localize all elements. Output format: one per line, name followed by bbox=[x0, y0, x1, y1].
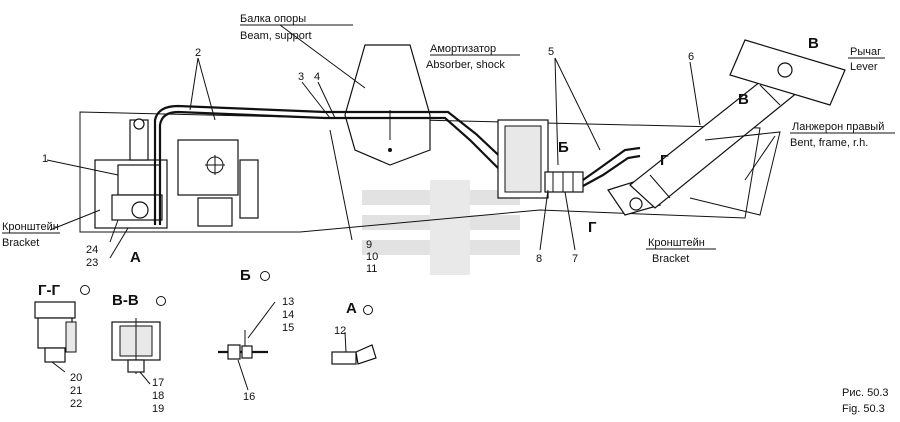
callout-1: 1 bbox=[42, 153, 48, 165]
view-a-title: А bbox=[346, 300, 357, 317]
left-bracket bbox=[94, 118, 168, 229]
center-plate bbox=[177, 139, 259, 227]
section-gg bbox=[34, 301, 77, 363]
callout-9: 9 bbox=[366, 239, 372, 251]
callout-16: 16 bbox=[243, 391, 255, 403]
callout-11: 11 bbox=[366, 263, 377, 275]
callout-12: 12 bbox=[334, 325, 346, 337]
callout-20: 20 bbox=[70, 372, 82, 384]
bracket-left-label-ru: Кронштейн bbox=[2, 221, 59, 233]
view-a-detail bbox=[331, 344, 377, 365]
callout-14: 14 bbox=[282, 309, 294, 321]
hydraulic-pipes bbox=[153, 104, 561, 225]
view-v-marker: В bbox=[738, 91, 749, 108]
callout-22: 22 bbox=[70, 398, 82, 410]
leader-lines bbox=[46, 24, 776, 391]
figure-caption: Рис. 50.3 Fig. 50.3 bbox=[842, 387, 889, 415]
bracket-right-label-en: Bracket bbox=[652, 253, 689, 265]
section-vv-title: В-В bbox=[112, 292, 139, 309]
bracket-right-label-ru: Кронштейн bbox=[648, 237, 705, 249]
callout-5: 5 bbox=[548, 46, 554, 58]
beam-label-en: Beam, support bbox=[240, 30, 312, 42]
beam-label-ru: Балка опоры bbox=[240, 13, 306, 25]
absorber-label-ru: Амортизатор bbox=[430, 43, 496, 55]
section-vv bbox=[111, 318, 161, 374]
absorber-label-en: Absorber, shock bbox=[426, 59, 505, 71]
callout-10: 10 bbox=[366, 251, 378, 263]
caption-ru: Рис. 50.3 bbox=[842, 387, 889, 399]
view-b-circle bbox=[260, 271, 270, 281]
fitting-block bbox=[544, 146, 641, 193]
callout-23: 23 bbox=[86, 257, 98, 269]
view-b-marker: Б bbox=[558, 139, 569, 156]
callout-15: 15 bbox=[282, 322, 294, 334]
callout-13: 13 bbox=[282, 296, 294, 308]
callout-21: 21 bbox=[70, 385, 82, 397]
beam-support bbox=[344, 44, 431, 166]
view-g-marker: Г bbox=[660, 152, 669, 169]
bracket-left-label-en: Bracket bbox=[2, 237, 39, 249]
view-b-title: Б bbox=[240, 267, 251, 284]
view-b-detail bbox=[218, 330, 268, 360]
shock-absorber bbox=[497, 119, 549, 199]
callout-3: 3 bbox=[298, 71, 304, 83]
frame-label-en: Bent, frame, r.h. bbox=[790, 137, 868, 149]
view-a-circle bbox=[363, 305, 373, 315]
callout-18: 18 bbox=[152, 390, 164, 402]
callout-6: 6 bbox=[688, 51, 694, 63]
callout-7: 7 bbox=[572, 253, 578, 265]
callout-24: 24 bbox=[86, 244, 98, 256]
view-markers: А Б В В Г Г Г-Г В-В Б А bbox=[38, 35, 819, 317]
text-labels: Балка опоры Beam, support Амортизатор Ab… bbox=[2, 13, 884, 265]
lever-label-en: Lever bbox=[850, 61, 878, 73]
lever bbox=[729, 39, 846, 106]
callout-19: 19 bbox=[152, 403, 164, 415]
label-underlines bbox=[2, 24, 895, 250]
watermark-logo bbox=[362, 180, 520, 275]
view-a-marker: А bbox=[130, 249, 141, 266]
frame-label-ru: Ланжерон правый bbox=[792, 121, 884, 133]
callout-4: 4 bbox=[314, 71, 320, 83]
chassis-outline bbox=[79, 111, 761, 233]
view-g-marker-low: Г bbox=[588, 219, 597, 236]
callout-8: 8 bbox=[536, 253, 542, 265]
section-vv-circle bbox=[156, 296, 166, 306]
callout-2: 2 bbox=[195, 47, 201, 59]
frame-right bbox=[689, 131, 781, 216]
section-gg-title: Г-Г bbox=[38, 282, 60, 299]
view-v-marker-top: В bbox=[808, 35, 819, 52]
caption-en: Fig. 50.3 bbox=[842, 403, 885, 415]
lever-label-ru: Рычаг bbox=[850, 46, 881, 58]
callout-numbers: 1 2 3 4 5 6 7 8 9 10 11 12 13 14 15 16 1… bbox=[42, 46, 694, 415]
callout-17: 17 bbox=[152, 377, 164, 389]
section-gg-circle bbox=[80, 285, 90, 295]
